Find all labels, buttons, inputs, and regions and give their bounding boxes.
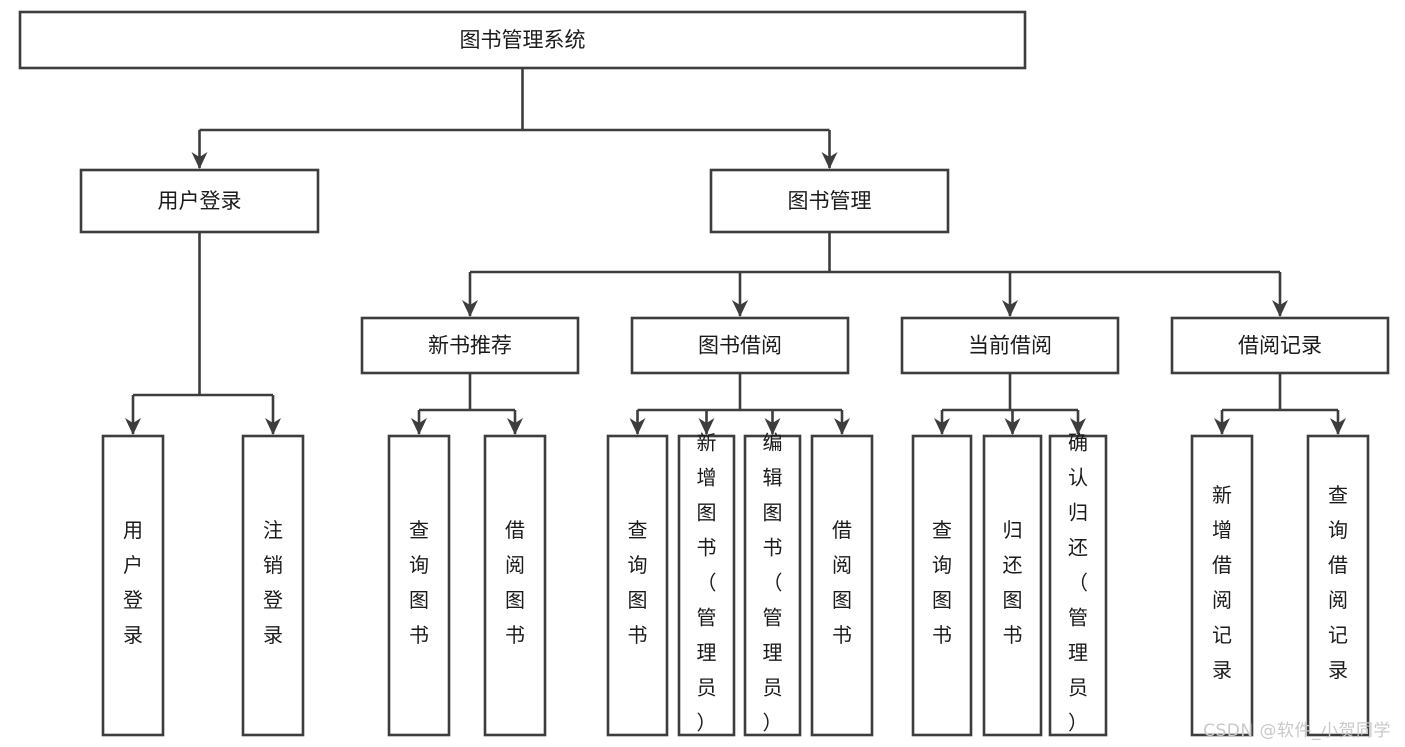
node-leaf-query-book-3-label: 查询图书 bbox=[932, 518, 952, 647]
arrow-head-icon bbox=[462, 300, 478, 317]
node-user-login[interactable]: 用户登录 bbox=[79, 168, 320, 234]
node-leaf-user-login[interactable]: 用户登录 bbox=[101, 434, 165, 737]
arrow-head-icon bbox=[507, 418, 523, 435]
node-leaf-query-book-2-box[interactable] bbox=[606, 434, 669, 737]
node-user-login-label: 用户登录 bbox=[158, 189, 242, 213]
node-current-borrow-label: 当前借阅 bbox=[968, 334, 1052, 358]
arrow-head-icon bbox=[821, 152, 838, 169]
arrow-head-icon bbox=[265, 418, 281, 435]
arrow-head-icon bbox=[934, 418, 950, 435]
arrow-head-icon bbox=[834, 418, 850, 435]
node-new-book-recommend-box[interactable] bbox=[360, 316, 580, 375]
arrow-head-icon bbox=[1330, 418, 1346, 435]
node-leaf-query-record-box[interactable] bbox=[1306, 434, 1370, 737]
node-leaf-borrow-book-1[interactable]: 借阅图书 bbox=[483, 434, 547, 737]
node-leaf-add-book-box[interactable] bbox=[677, 434, 736, 737]
node-root-label: 图书管理系统 bbox=[460, 28, 586, 52]
node-leaf-borrow-book-2-label: 借阅图书 bbox=[832, 518, 852, 647]
node-leaf-confirm-return-box[interactable] bbox=[1048, 434, 1108, 737]
node-layer: 图书管理系统用户登录图书管理新书推荐图书借阅当前借阅借阅记录用户登录注销登录查询… bbox=[18, 10, 1390, 737]
node-borrow-record-label: 借阅记录 bbox=[1238, 334, 1322, 358]
node-borrow-record[interactable]: 借阅记录 bbox=[1170, 316, 1390, 375]
node-leaf-user-login-label: 用户登录 bbox=[123, 518, 143, 647]
node-root[interactable]: 图书管理系统 bbox=[18, 10, 1027, 70]
node-leaf-edit-book-label: 编辑图书（管理员） bbox=[763, 431, 783, 735]
node-book-manage-label: 图书管理 bbox=[788, 189, 872, 213]
arrow-head-icon bbox=[698, 418, 715, 435]
node-leaf-logout-box[interactable] bbox=[241, 434, 305, 737]
arrow-head-icon bbox=[1002, 300, 1018, 317]
node-leaf-query-book-3-box[interactable] bbox=[911, 434, 973, 737]
arrow-head-icon bbox=[191, 152, 208, 169]
node-book-manage-box[interactable] bbox=[709, 168, 950, 234]
node-leaf-query-book-2[interactable]: 查询图书 bbox=[606, 434, 669, 737]
node-book-manage[interactable]: 图书管理 bbox=[709, 168, 950, 234]
node-leaf-add-book[interactable]: 新增图书（管理员） bbox=[677, 431, 736, 737]
node-leaf-borrow-book-1-box[interactable] bbox=[483, 434, 547, 737]
node-leaf-borrow-book-2-box[interactable] bbox=[810, 434, 874, 737]
node-leaf-edit-book[interactable]: 编辑图书（管理员） bbox=[743, 431, 802, 737]
node-user-login-box[interactable] bbox=[79, 168, 320, 234]
node-leaf-query-book-2-label: 查询图书 bbox=[628, 518, 648, 647]
node-book-borrow[interactable]: 图书借阅 bbox=[630, 316, 850, 375]
node-leaf-logout[interactable]: 注销登录 bbox=[241, 434, 305, 737]
node-leaf-add-record-box[interactable] bbox=[1190, 434, 1254, 737]
node-leaf-add-record[interactable]: 新增借阅记录 bbox=[1190, 434, 1254, 737]
node-leaf-query-record[interactable]: 查询借阅记录 bbox=[1306, 434, 1370, 737]
node-root-box[interactable] bbox=[18, 10, 1027, 70]
node-borrow-record-box[interactable] bbox=[1170, 316, 1390, 375]
node-leaf-user-login-box[interactable] bbox=[101, 434, 165, 737]
node-new-book-recommend[interactable]: 新书推荐 bbox=[360, 316, 580, 375]
connector-layer bbox=[125, 68, 1346, 435]
node-leaf-query-book-1[interactable]: 查询图书 bbox=[387, 434, 451, 737]
arrow-head-icon bbox=[1272, 300, 1288, 317]
node-leaf-edit-book-box[interactable] bbox=[743, 434, 802, 737]
node-leaf-query-book-1-label: 查询图书 bbox=[409, 518, 429, 647]
node-leaf-add-book-label: 新增图书（管理员） bbox=[697, 431, 717, 735]
node-leaf-logout-label: 注销登录 bbox=[263, 518, 283, 647]
node-leaf-return-book[interactable]: 归还图书 bbox=[982, 434, 1043, 737]
arrow-head-icon bbox=[1070, 418, 1086, 435]
node-leaf-confirm-return-label: 确认归还（管理员） bbox=[1068, 431, 1088, 735]
arrow-head-icon bbox=[732, 300, 748, 317]
node-current-borrow[interactable]: 当前借阅 bbox=[900, 316, 1120, 375]
node-book-borrow-box[interactable] bbox=[630, 316, 850, 375]
node-leaf-confirm-return[interactable]: 确认归还（管理员） bbox=[1048, 431, 1108, 737]
node-leaf-return-book-box[interactable] bbox=[982, 434, 1043, 737]
watermark-label: CSDN @软件_小贺同学 bbox=[1203, 721, 1391, 741]
node-leaf-add-record-label: 新增借阅记录 bbox=[1212, 483, 1232, 682]
node-leaf-query-book-1-box[interactable] bbox=[387, 434, 451, 737]
node-leaf-return-book-label: 归还图书 bbox=[1003, 518, 1023, 647]
node-current-borrow-box[interactable] bbox=[900, 316, 1120, 375]
node-leaf-borrow-book-1-label: 借阅图书 bbox=[505, 518, 525, 647]
arrow-head-icon bbox=[629, 418, 646, 435]
arrow-head-icon bbox=[125, 418, 141, 435]
node-leaf-borrow-book-2[interactable]: 借阅图书 bbox=[810, 434, 874, 737]
arrow-head-icon bbox=[1004, 418, 1021, 435]
node-leaf-query-book-3[interactable]: 查询图书 bbox=[911, 434, 973, 737]
arrow-head-icon bbox=[411, 418, 427, 435]
arrow-head-icon bbox=[764, 418, 781, 435]
arrow-head-icon bbox=[1214, 418, 1230, 435]
node-book-borrow-label: 图书借阅 bbox=[698, 334, 782, 358]
node-leaf-query-record-label: 查询借阅记录 bbox=[1328, 483, 1348, 682]
node-new-book-recommend-label: 新书推荐 bbox=[428, 334, 512, 358]
